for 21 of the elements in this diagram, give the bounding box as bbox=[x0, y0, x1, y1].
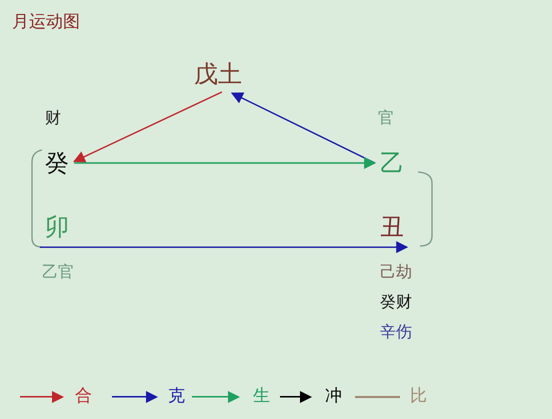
stem-label: 乙 bbox=[377, 148, 407, 178]
hidden-stem-label: 己劫 bbox=[380, 262, 412, 282]
arrow bbox=[73, 91, 222, 162]
hidden-stem-label: 癸财 bbox=[380, 292, 412, 312]
hidden-stem-label: 财 bbox=[45, 108, 61, 128]
hidden-stem-label: 官 bbox=[378, 108, 394, 128]
stem-label: 丑 bbox=[377, 208, 407, 246]
arrow bbox=[40, 241, 408, 254]
arrow bbox=[74, 157, 376, 169]
arrow bbox=[230, 92, 376, 164]
legend-label: 克 bbox=[168, 386, 185, 406]
stem-label: 癸 bbox=[42, 148, 72, 178]
hidden-stem-label: 乙官 bbox=[42, 262, 74, 282]
legend-label: 比 bbox=[410, 386, 427, 406]
stem-label: 卯 bbox=[42, 208, 72, 246]
diagram-title: 月运动图 bbox=[12, 12, 80, 32]
legend-label: 冲 bbox=[325, 386, 342, 406]
legend-label: 生 bbox=[253, 386, 270, 406]
hidden-stem-label: 辛伤 bbox=[380, 322, 412, 342]
legend-label: 合 bbox=[75, 386, 92, 406]
stem-label: 戊土 bbox=[190, 55, 246, 92]
